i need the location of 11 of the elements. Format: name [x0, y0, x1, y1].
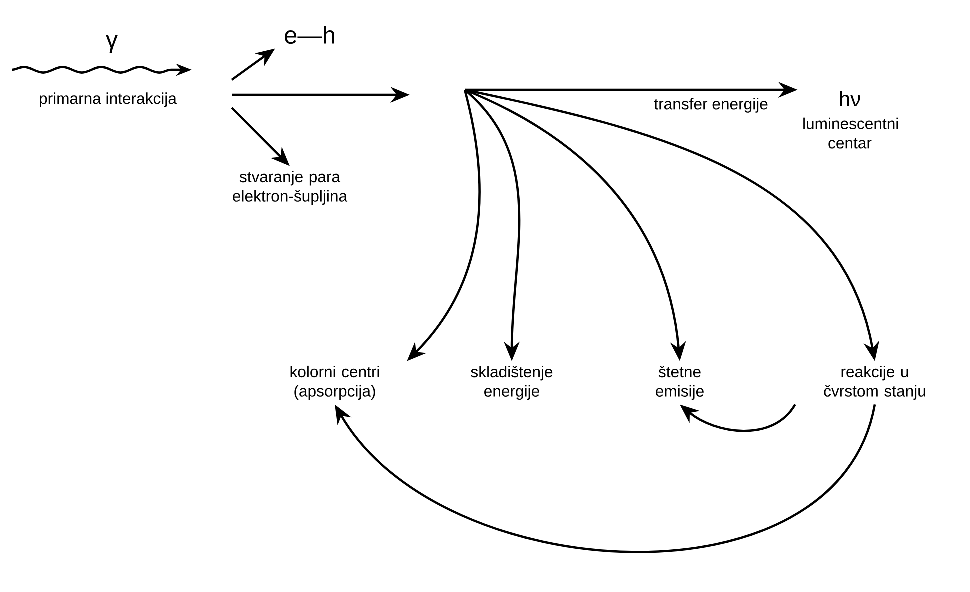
text-label: skladištenje energije [471, 366, 553, 400]
edge-label: transfer energije [652, 96, 770, 115]
text-label: stvaranje para elektron-šupljina [233, 170, 348, 206]
text-label: hν luminescentni centar [804, 91, 898, 149]
label-text: γ [106, 34, 118, 54]
text-label: reakcije u čvrstom stanju [824, 366, 926, 400]
text-label: kolorni centri (apsorpcija) [290, 366, 380, 400]
arrow [335, 404, 876, 554]
text-label: štetne emisije [656, 366, 704, 400]
label-text: primarna interakcija [40, 92, 177, 108]
text-label: e—h [285, 26, 334, 44]
